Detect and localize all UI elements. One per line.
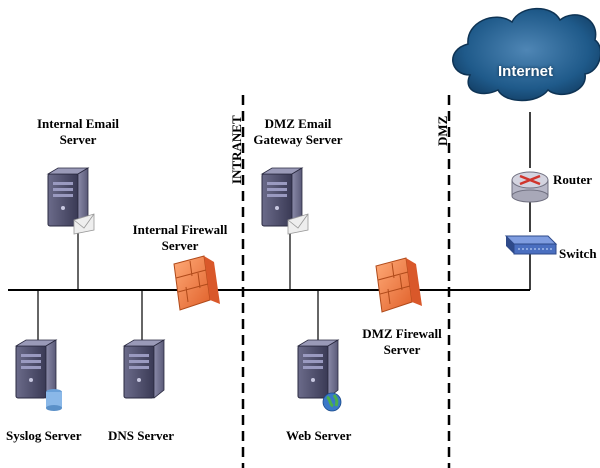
dmz-firewall-server-label: DMZ Firewall Server	[362, 326, 442, 357]
syslog-server-label: Syslog Server	[6, 428, 82, 443]
web-server-icon	[297, 339, 342, 412]
dns-server-icon	[123, 339, 165, 399]
dmz-email-gateway-server-label: DMZ Email Gateway Server	[253, 116, 343, 147]
router-label: Router	[553, 172, 592, 187]
dmz-zone-label: DMZ	[435, 115, 450, 146]
switch-icon	[504, 235, 558, 255]
web-server-label: Web Server	[286, 428, 352, 443]
router-icon	[511, 171, 549, 203]
syslog-server-icon	[15, 339, 62, 411]
internal-firewall-server-label: Internal Firewall Server	[132, 222, 228, 253]
dmz-firewall-icon	[375, 257, 422, 313]
internal-firewall-icon	[173, 255, 220, 311]
internal-email-server-icon	[47, 167, 95, 235]
internet-cloud-icon	[452, 7, 600, 102]
internal-email-server-label: Internal Email Server	[37, 116, 119, 147]
dmz-email-gateway-server-icon	[261, 167, 309, 235]
switch-label: Switch	[559, 246, 597, 261]
dns-server-label: DNS Server	[108, 428, 175, 443]
internet-label: Internet	[498, 63, 554, 80]
